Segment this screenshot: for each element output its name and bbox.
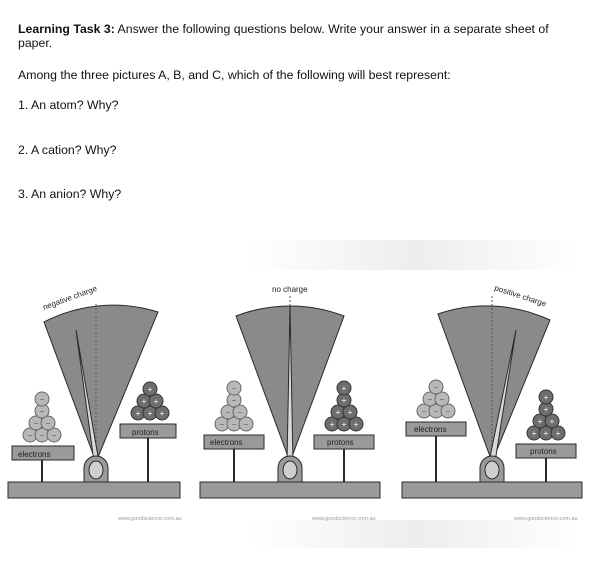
task-heading: Learning Task 3: Answer the following qu… [18,22,578,50]
figure-a-pivot-knob [88,460,104,480]
task-intro: Among the three pictures A, B, and C, wh… [18,68,451,82]
electron-sign: − [40,431,45,440]
figure-a-fan [43,304,159,464]
electron-sign: − [422,407,427,416]
figure-c-pivot-knob [484,460,500,480]
background-band-top [250,240,580,270]
figure-a-base [7,481,181,499]
background-band-bottom [250,520,580,548]
proton-sign: + [136,409,141,418]
figure-b-credit: www.goodscience.com.au [311,516,376,522]
electron-sign: − [40,407,45,416]
proton-sign: + [550,417,555,426]
figure-c-electron-pan: −−−−−− [405,379,467,482]
figure-b-base [199,481,381,499]
electron-sign: − [226,408,231,417]
figure-c: −−−−−− +++++++ positive charge electrons… [401,283,583,522]
electron-sign: − [220,420,225,429]
figure-b-proton-pan: +++++++ [313,380,375,482]
electron-sign: − [434,407,439,416]
proton-sign: + [348,408,353,417]
figure-c-charge-label: positive charge [493,283,547,308]
electron-sign: − [52,431,57,440]
figure-a-protons-label: protons [132,428,159,437]
electron-sign: − [232,396,237,405]
proton-sign: + [544,405,549,414]
electron-sign: − [440,395,445,404]
proton-sign: + [544,393,549,402]
proton-sign: + [160,409,165,418]
proton-sign: + [544,429,549,438]
proton-sign: + [148,385,153,394]
proton-sign: + [532,429,537,438]
question-3: 3. An anion? Why? [18,187,122,201]
electron-sign: − [238,408,243,417]
proton-sign: + [336,408,341,417]
proton-sign: + [342,396,347,405]
figure-b: −−−−−−− +++++++ no charge electrons prot… [199,285,381,522]
proton-sign: + [342,384,347,393]
proton-sign: + [354,420,359,429]
question-1: 1. An atom? Why? [18,98,119,112]
electron-sign: − [40,395,45,404]
figure-b-pivot-knob [282,460,298,480]
figure-b-charge-label: no charge [272,285,308,294]
proton-sign: + [142,397,147,406]
electron-sign: − [446,407,451,416]
figure-c-credit: www.goodscience.com.au [513,516,578,522]
electron-sign: − [428,395,433,404]
figure-a-credit: www.goodscience.com.au [117,516,182,522]
figure-a: −−−−−−− ++++++ negative charge electrons… [7,284,182,522]
figure-b-electrons-label: electrons [210,438,242,447]
electron-sign: − [46,419,51,428]
proton-sign: + [148,409,153,418]
charge-balance-figures: −−−−−−− ++++++ negative charge electrons… [7,240,583,548]
electron-sign: − [28,431,33,440]
figure-b-protons-label: protons [327,438,354,447]
proton-sign: + [330,420,335,429]
figure-c-base [401,481,583,499]
electron-sign: − [244,420,249,429]
figure-c-fan [437,305,551,464]
proton-sign: + [556,429,561,438]
figure-c-proton-pan: +++++++ [515,389,577,482]
proton-sign: + [154,397,159,406]
figure-b-electron-pan: −−−−−−− [203,380,265,482]
figure-a-electron-pan: −−−−−−− [11,391,75,482]
task-instructions: Learning Task 3: Answer the following qu… [18,22,578,50]
electron-sign: − [434,383,439,392]
question-2: 2. A cation? Why? [18,143,117,157]
proton-sign: + [342,420,347,429]
figure-a-electrons-label: electrons [18,450,50,459]
electron-sign: − [232,384,237,393]
figure-c-electrons-label: electrons [414,425,446,434]
electron-sign: − [34,419,39,428]
figure-a-proton-pan: ++++++ [119,381,177,482]
task-heading-label: Learning Task 3: [18,22,115,36]
proton-sign: + [538,417,543,426]
electron-sign: − [232,420,237,429]
task-heading-text: Answer the following questions below. Wr… [18,22,549,50]
figure-c-protons-label: protons [530,447,557,456]
